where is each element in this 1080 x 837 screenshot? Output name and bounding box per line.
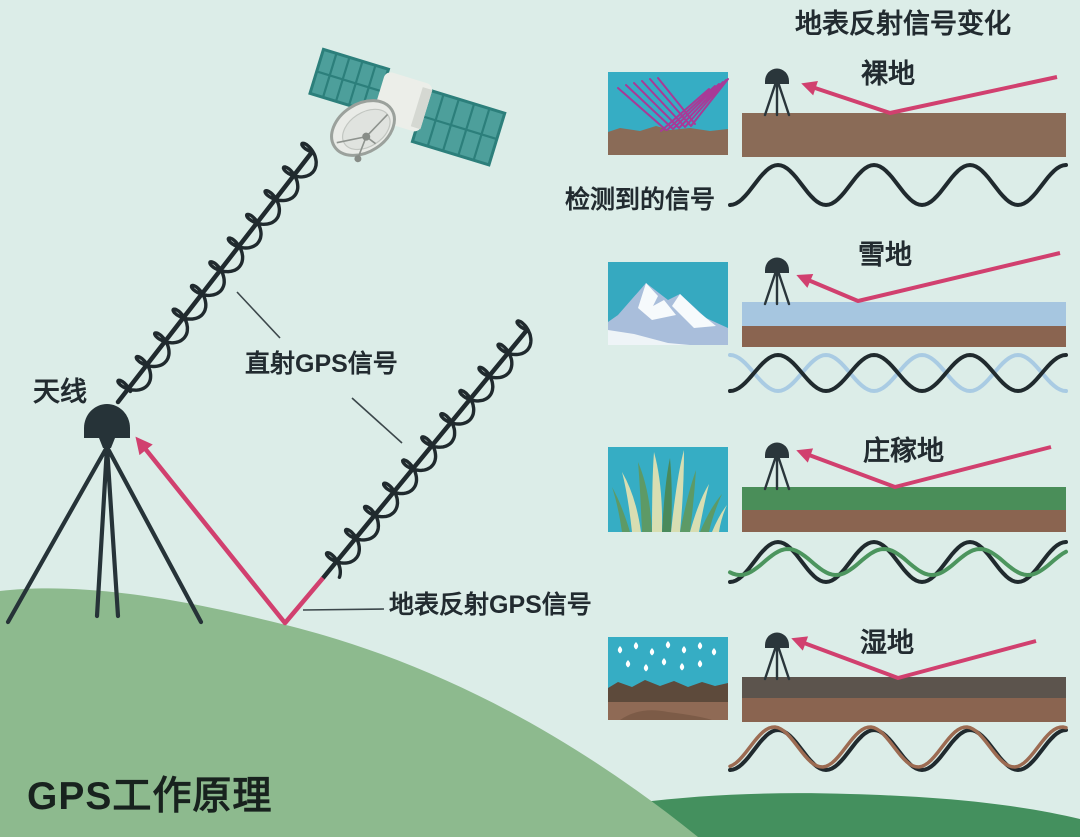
row-label-wetland: 湿地 [860,628,914,658]
row-signal-arrow [796,251,1061,303]
snow-mountain-thumbnail [608,262,728,345]
waveform-cropland [728,546,1068,578]
row-snow [608,251,1066,347]
gps-satellite-icon [308,47,507,167]
direct-gps-signal-wave-axis [115,149,315,405]
satellite-dish-icon [330,99,396,163]
reflected-gps-signal-wave [324,319,533,579]
waveform-cropland [728,539,1068,585]
reflected-signal-arrow [135,436,325,626]
waveform-snow [728,352,1068,394]
waveform-wetland [728,725,1068,769]
bare-soil-bar [742,113,1066,157]
soil-under-wet-bar [742,698,1066,722]
waveform-bare-soil [728,162,1068,208]
bare-ground-thumbnail [608,72,729,155]
row-label-snow: 雪地 [858,240,912,270]
tripod-gps-antenna-icon [5,404,204,625]
crop-layer-bar [742,487,1066,510]
main-title: GPS工作原理 [27,775,273,818]
direct-gps-signal-wave [116,141,318,394]
small-tripod-antenna-icon [763,631,791,681]
satellite-solar-panel-left [308,47,391,116]
row-cropland [608,441,1066,532]
row-wetland [608,631,1066,722]
direct-signal-pointer-line-upper [236,291,281,339]
snow-layer-bar [742,302,1066,326]
detected-signal-waveforms [728,162,1068,773]
direct-gps-signal-label: 直射GPS信号 [245,350,398,378]
row-bare-soil [608,67,1066,157]
gps-signal-waves [115,141,533,581]
reflected-ray-fan [617,77,729,132]
wet-surface-bar [742,677,1066,698]
row-signal-arrow [791,636,1037,680]
row-signal-arrow [796,445,1052,489]
rain-thumbnail [608,637,728,720]
grass-blades [612,450,727,532]
small-tripod-antenna-icon [763,67,791,117]
grass-thumbnail [608,447,728,532]
soil-under-snow-bar [742,326,1066,347]
raindrops [617,641,717,672]
surface-reflected-gps-signal-label: 地表反射GPS信号 [389,591,592,619]
direct-signal-pointer-line-lower [351,397,403,444]
row-signal-arrow [801,75,1058,115]
reflected-signal-pointer-line [302,608,385,611]
detected-signal-label: 检测到的信号 [565,186,716,214]
row-label-cropland: 庄稼地 [863,436,944,466]
panel-title: 地表反射信号变化 [795,9,1011,39]
small-tripod-antenna-icon [763,441,791,491]
small-tripod-antenna-icon [763,256,791,306]
soil-under-crop-bar [742,510,1066,532]
light-green-hill [0,588,698,837]
row-label-bare-soil: 裸地 [861,59,915,89]
antenna-label: 天线 [33,377,87,407]
